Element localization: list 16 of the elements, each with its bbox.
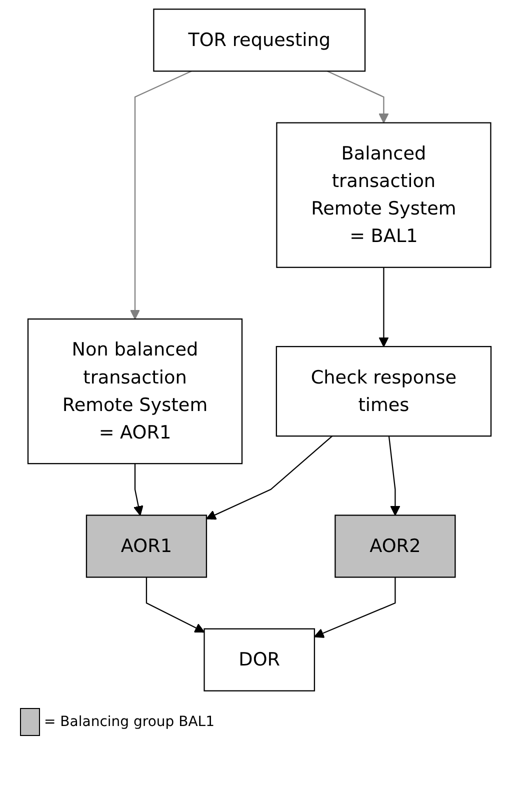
arrow bbox=[130, 70, 192, 320]
node-box: AOR1 bbox=[86, 514, 208, 578]
arrow bbox=[388, 436, 400, 516]
arrow bbox=[146, 577, 205, 633]
arrow bbox=[378, 267, 389, 348]
node-box: AOR2 bbox=[334, 514, 456, 578]
node-box: TOR requesting bbox=[153, 8, 366, 72]
legend-text: = Balancing group BAL1 bbox=[44, 714, 215, 730]
node-box: Balanced transaction Remote System = BAL1 bbox=[276, 122, 492, 268]
arrow bbox=[133, 464, 144, 516]
arrow bbox=[314, 577, 396, 638]
arrow bbox=[206, 436, 333, 520]
node-box: Check response times bbox=[276, 346, 492, 437]
node-box: DOR bbox=[204, 628, 316, 692]
node-box: Non balanced transaction Remote System = AOR1 bbox=[27, 318, 243, 464]
arrow bbox=[326, 70, 389, 124]
